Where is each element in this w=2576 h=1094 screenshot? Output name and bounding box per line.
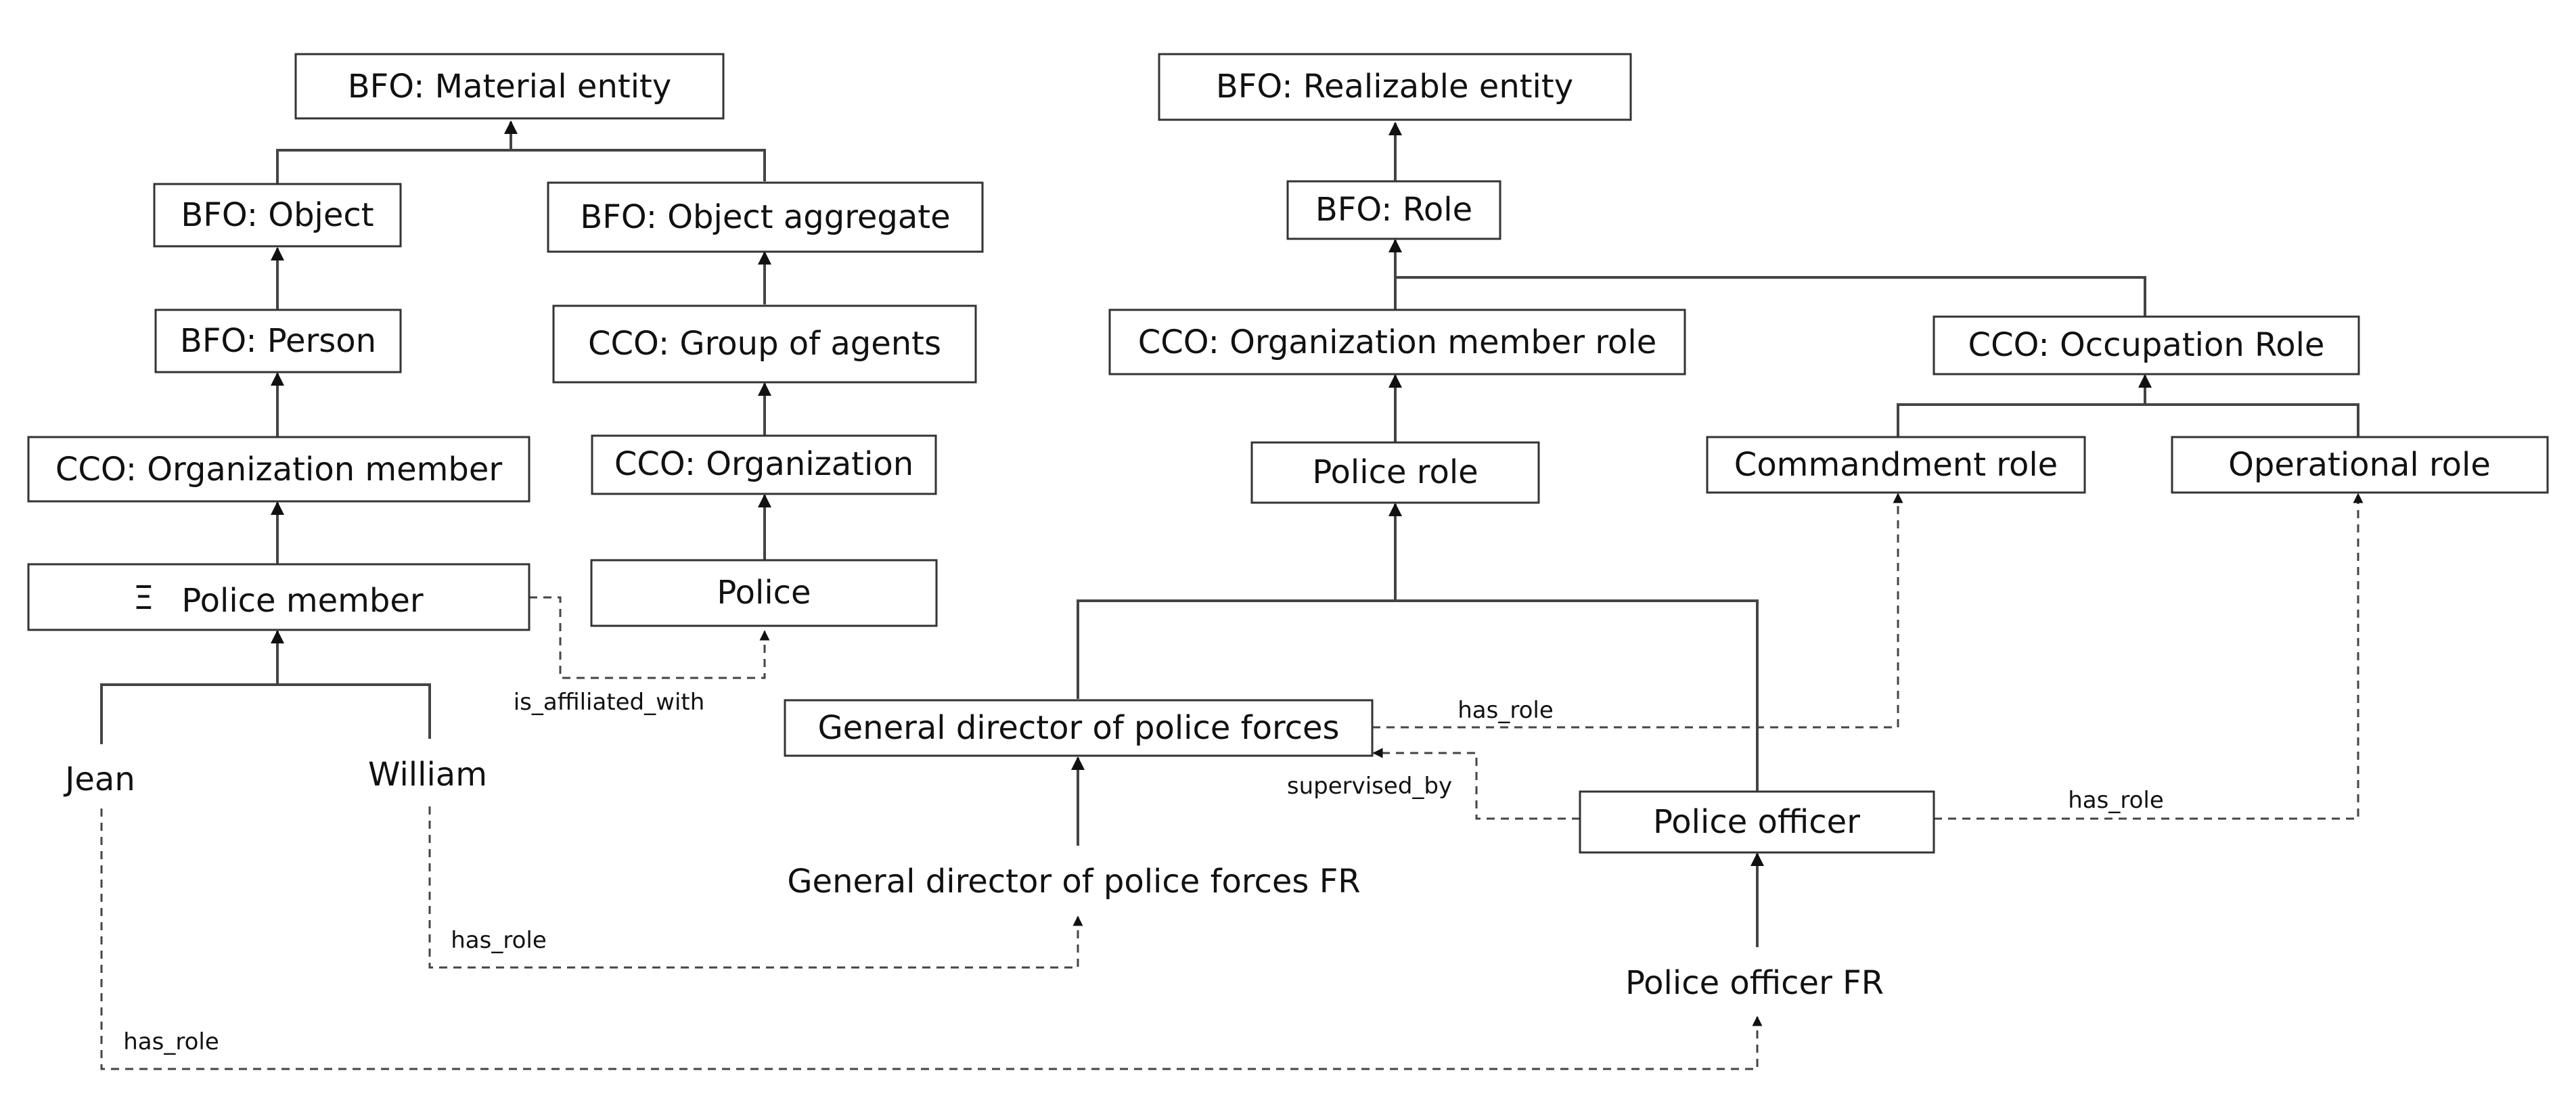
svg-text:General director of police for: General director of police forces [817, 709, 1339, 747]
svg-text:BFO: Person: BFO: Person [180, 322, 376, 360]
svg-text:BFO: Role: BFO: Role [1315, 191, 1472, 229]
node-commandment-role[interactable]: Commandment role [1706, 436, 2086, 494]
node-general-director[interactable]: General director of police forces [784, 699, 1374, 757]
svg-text:Operational role: Operational role [2228, 446, 2491, 484]
label-has-role-jean: has_role [123, 1028, 219, 1055]
instances-to-policemember-edge [100, 683, 431, 744]
is-affiliated-with-edge [529, 596, 770, 679]
subroles-to-occupation-edge [1897, 403, 2359, 436]
node-occupation-role[interactable]: CCO: Occupation Role [1933, 315, 2360, 375]
supervised-by-edge [1372, 748, 1580, 820]
left-hierarchy-edges [100, 120, 771, 744]
william-has-role-edge [428, 806, 1083, 969]
svg-text:CCO: Organization: CCO: Organization [614, 445, 913, 483]
node-police[interactable]: Police [590, 559, 938, 627]
svg-text:Commandment role: Commandment role [1734, 446, 2058, 484]
label-has-role-william: has_role [451, 927, 547, 954]
svg-text:BFO: Object aggregate: BFO: Object aggregate [580, 198, 950, 236]
node-police-officer[interactable]: Police officer [1579, 790, 1935, 854]
svg-text:Police officer: Police officer [1653, 803, 1860, 841]
svg-text:BFO: Material entity: BFO: Material entity [348, 68, 672, 106]
instance-general-director-fr[interactable]: General director of police forces FR [787, 863, 1360, 901]
label-is-affiliated-with: is_affiliated_with [514, 689, 705, 716]
right-hierarchy-edges [100, 122, 2364, 1070]
svg-text:CCO: Occupation Role: CCO: Occupation Role [1968, 326, 2325, 364]
svg-text:CCO: Group of agents: CCO: Group of agents [588, 325, 941, 363]
node-group-of-agents[interactable]: CCO: Group of agents [552, 304, 977, 384]
instance-william[interactable]: William [368, 756, 487, 794]
node-police-member[interactable]: Ξ Police member [27, 563, 530, 631]
node-role[interactable]: BFO: Role [1286, 180, 1501, 240]
node-police-role[interactable]: Police role [1250, 441, 1540, 504]
svg-text:Police member: Police member [181, 582, 424, 620]
instance-labels: Jean William General director of police … [63, 756, 1884, 1002]
node-operational-role[interactable]: Operational role [2171, 436, 2549, 494]
svg-text:BFO: Realizable entity: BFO: Realizable entity [1216, 68, 1573, 106]
class-nodes: BFO: Material entity BFO: Object BFO: Ob… [27, 53, 2549, 854]
svg-text:BFO: Object: BFO: Object [181, 196, 374, 234]
object-to-material-edge [276, 149, 766, 210]
gd-has-role-commandment-edge [1372, 493, 1903, 729]
label-has-role-operational: has_role [2068, 787, 2164, 814]
roles-to-policerole-edge [1077, 599, 1759, 792]
svg-text:CCO: Organization member: CCO: Organization member [55, 451, 503, 488]
node-person[interactable]: BFO: Person [154, 309, 402, 373]
relation-labels: is_affiliated_with has_role supervised_b… [123, 689, 2164, 1055]
instance-jean[interactable]: Jean [63, 760, 135, 798]
equivalence-marker-icon: Ξ [133, 579, 154, 617]
svg-text:Police: Police [717, 574, 811, 612]
jean-has-role-edge [100, 808, 1763, 1070]
svg-text:Police role: Police role [1312, 453, 1478, 491]
node-organization-member-role[interactable]: CCO: Organization member role [1108, 309, 1686, 375]
node-material-entity[interactable]: BFO: Material entity [294, 53, 725, 120]
label-supervised-by: supervised_by [1287, 773, 1452, 800]
label-has-role-commandment: has_role [1458, 697, 1554, 724]
instance-police-officer-fr[interactable]: Police officer FR [1625, 964, 1884, 1002]
occupation-to-role-edge [1395, 276, 2146, 317]
node-organization[interactable]: CCO: Organization [591, 434, 937, 495]
node-organization-member[interactable]: CCO: Organization member [27, 436, 530, 503]
node-realizable-entity[interactable]: BFO: Realizable entity [1158, 53, 1632, 121]
svg-text:CCO: Organization member role: CCO: Organization member role [1138, 323, 1656, 361]
node-object-aggregate[interactable]: BFO: Object aggregate [547, 181, 984, 253]
node-object[interactable]: BFO: Object [153, 183, 402, 248]
po-has-role-operational-edge [1934, 493, 2364, 820]
